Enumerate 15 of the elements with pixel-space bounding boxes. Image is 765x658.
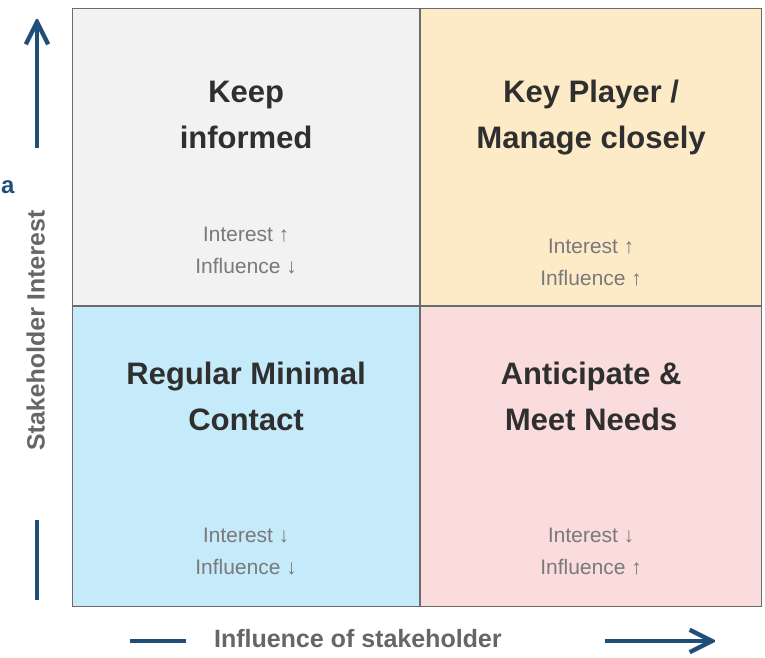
- quadrant-description: Interest ↑ Influence ↓: [194, 222, 298, 280]
- cropped-text: a: [1, 172, 14, 200]
- quadrant-box: [72, 306, 420, 607]
- axis-title: Influence of stakeholder: [214, 625, 502, 654]
- quadrant-title: Key Player / Manage closely: [475, 73, 707, 157]
- quadrant-description: Interest ↓ Influence ↓: [194, 523, 298, 581]
- quadrant-title: Regular Minimal Contact: [125, 355, 367, 439]
- quadrant-title: Anticipate & Meet Needs: [500, 355, 682, 439]
- quadrant-description: Interest ↑ Influence ↑: [539, 234, 643, 292]
- quadrant-description: Interest ↓ Influence ↑: [539, 523, 643, 581]
- quadrant-title: Keep informed: [178, 73, 314, 157]
- axis-title: Stakeholder Interest: [22, 210, 52, 450]
- quadrant-box: [72, 8, 420, 306]
- quadrant-box: [420, 306, 762, 607]
- quadrant-box: [420, 8, 762, 306]
